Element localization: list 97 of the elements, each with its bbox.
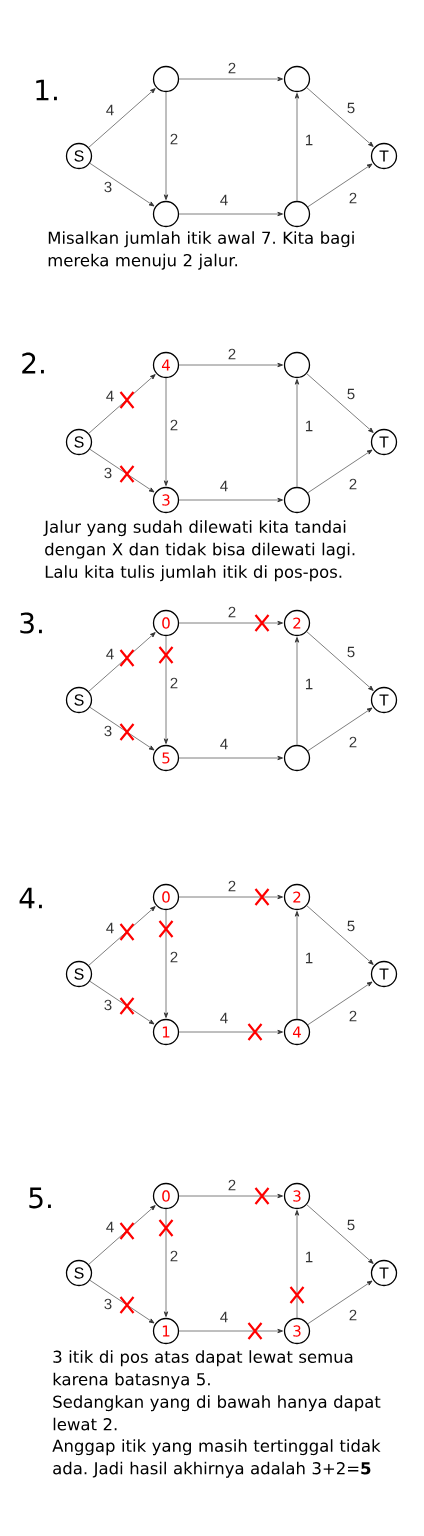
arrow xyxy=(307,981,373,1026)
capacity-label: 5 xyxy=(347,920,355,932)
capacity-label: 4 xyxy=(106,1221,114,1233)
capacity-label: 1 xyxy=(305,952,313,964)
capacity-label: 4 xyxy=(220,1012,228,1024)
caption-text: Jalur yang sudah dilewati kita tandai dengan X dan tidak bisa dilewati lagi. Lalu kita tulis jumlah itik di pos-pos. xyxy=(43,520,355,582)
arrow xyxy=(89,1279,155,1324)
arrow xyxy=(294,911,300,1020)
capacity-label: 4 xyxy=(106,922,114,934)
capacity-label: 4 xyxy=(106,390,114,402)
arrow xyxy=(178,211,283,217)
arrow xyxy=(178,620,283,626)
capacity-label: 4 xyxy=(106,648,114,660)
arrow xyxy=(306,87,374,147)
arrow xyxy=(178,1328,283,1334)
arrow xyxy=(306,1204,374,1264)
capacity-label: 2 xyxy=(170,419,178,431)
capacity-label: 2 xyxy=(228,348,236,360)
capacity-label: 5 xyxy=(347,1219,355,1231)
capacity-label: 1 xyxy=(305,420,313,432)
capacity-label: 3 xyxy=(104,467,112,479)
step-number: 2. xyxy=(22,352,44,374)
arrow xyxy=(294,93,300,202)
arrow xyxy=(88,906,156,966)
capacity-label: 2 xyxy=(228,1179,236,1191)
capacity-label: 3 xyxy=(104,725,112,737)
node-circle xyxy=(283,351,311,379)
step-number: 4. xyxy=(19,887,42,909)
arrow xyxy=(294,1210,300,1319)
arrow xyxy=(178,1193,283,1199)
arrow xyxy=(88,1205,156,1265)
arrow xyxy=(163,1208,169,1317)
capacity-label: 2 xyxy=(349,1010,357,1022)
capacity-label: 2 xyxy=(349,736,357,748)
arrow xyxy=(178,1029,283,1035)
arrow xyxy=(306,373,374,433)
capacity-label: 2 xyxy=(349,192,357,204)
capacity-label: 4 xyxy=(220,1311,228,1323)
step-number: 5. xyxy=(29,1187,51,1209)
node-circle xyxy=(152,200,180,228)
caption-text: Anggap itik yang masih tertinggal tidak ada. Jadi hasil akhirnya adalah 3+2=5 xyxy=(52,1439,381,1478)
caption-text: 3 itik di pos atas dapat lewat semua karena batasnya 5. xyxy=(53,1350,353,1389)
caption-text: Sedangkan yang di bawah hanya dapat lewat 2. xyxy=(53,1395,381,1431)
arrow xyxy=(178,755,283,761)
capacity-label: 2 xyxy=(170,1250,178,1262)
arrow xyxy=(178,894,283,900)
capacity-label: 4 xyxy=(220,194,228,206)
node-circle xyxy=(283,486,311,514)
capacity-label: 1 xyxy=(305,678,313,690)
capacity-label: 1 xyxy=(305,1251,313,1263)
arrow xyxy=(89,980,155,1025)
capacity-label: 2 xyxy=(349,1309,357,1321)
capacity-label: 5 xyxy=(347,102,355,114)
step-number: 3. xyxy=(20,612,42,634)
arrow xyxy=(294,637,300,746)
capacity-label: 2 xyxy=(170,677,178,689)
capacity-label: 4 xyxy=(220,738,228,750)
node-circle xyxy=(283,65,311,93)
arrow xyxy=(163,635,169,744)
arrow xyxy=(178,497,283,503)
arrow xyxy=(178,76,283,82)
arrow xyxy=(88,374,156,434)
arrow xyxy=(307,163,373,208)
arrow xyxy=(294,379,300,488)
step-number: 1. xyxy=(36,79,57,101)
capacity-label: 5 xyxy=(347,646,355,658)
node-circle xyxy=(283,744,311,772)
capacity-label: 2 xyxy=(228,880,236,892)
capacity-label: 3 xyxy=(104,1298,112,1310)
arrow xyxy=(163,909,169,1018)
arrow xyxy=(89,706,155,751)
arrow xyxy=(88,88,156,148)
arrow xyxy=(306,905,374,965)
arrow xyxy=(163,91,169,200)
capacity-label: 3 xyxy=(104,999,112,1011)
arrow xyxy=(307,1280,373,1325)
arrow xyxy=(178,362,283,368)
capacity-label: 2 xyxy=(228,62,236,74)
capacity-label: 2 xyxy=(170,133,178,145)
arrow xyxy=(163,377,169,486)
arrow xyxy=(89,162,155,207)
arrow xyxy=(89,448,155,493)
capacity-label: 3 xyxy=(104,181,112,193)
arrow xyxy=(307,707,373,752)
capacity-label: 2 xyxy=(349,478,357,490)
capacity-label: 2 xyxy=(228,606,236,618)
capacity-label: 2 xyxy=(170,951,178,963)
capacity-label: 5 xyxy=(347,388,355,400)
caption-text: Misalkan jumlah itik awal 7. Kita bagi mereka menuju 2 jalur. xyxy=(48,231,354,270)
capacity-label: 4 xyxy=(106,104,114,116)
capacity-label: 4 xyxy=(220,480,228,492)
node-circle xyxy=(283,200,311,228)
arrow xyxy=(88,632,156,692)
arrow xyxy=(307,449,373,494)
capacity-label: 1 xyxy=(305,134,313,146)
node-circle xyxy=(152,65,180,93)
arrow xyxy=(306,631,374,691)
